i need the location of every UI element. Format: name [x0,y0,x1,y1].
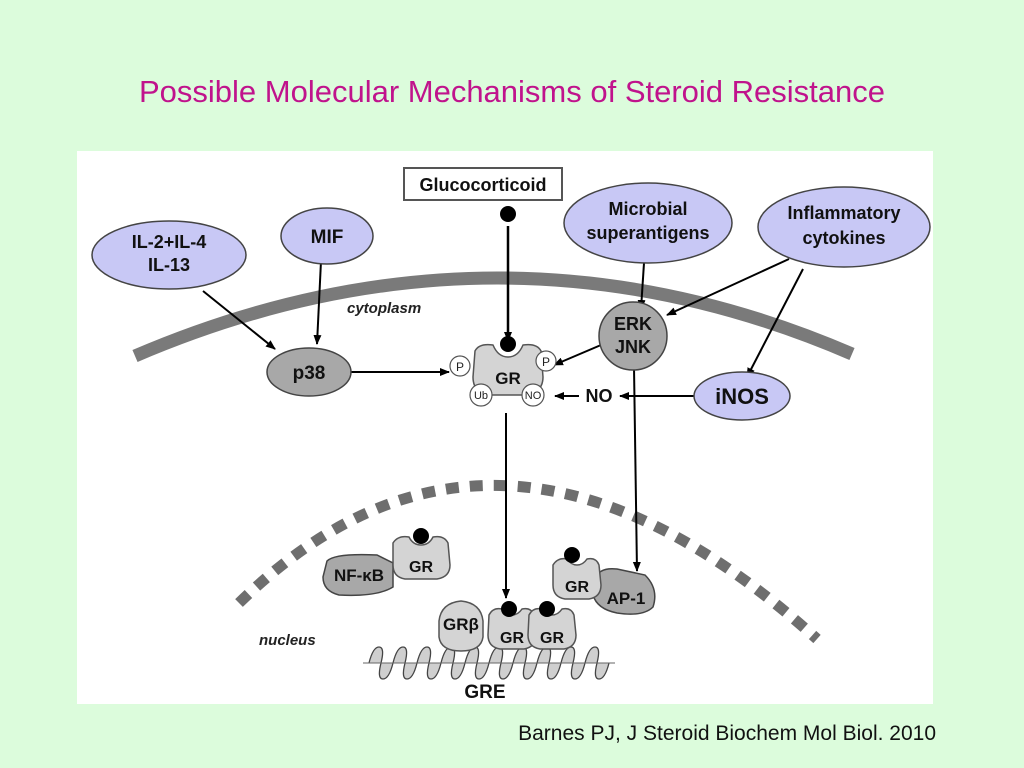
glucocorticoid-box: Glucocorticoid [403,167,563,201]
arrow-mif-to-p38 [313,260,322,345]
gr-dimer-right-label: GR [540,630,564,647]
gre-label: GRE [464,682,505,703]
nfkb-gr-ligand [413,528,429,544]
arrow-il2-to-p38 [202,290,276,350]
mif-label: MIF [311,227,344,248]
mif-oval: MIF [280,207,374,265]
phospho-right-label: P [542,355,550,369]
no-label: NO [586,386,613,406]
erk-jnk-node: ERK JNK [598,301,668,371]
nuclear-envelope [235,480,821,644]
phospho-site-right [535,350,557,372]
nucleus-label: nucleus [259,632,316,649]
nfkb-gr-receptor [392,535,451,580]
microbial-superantigens-oval: Microbial superantigens [563,182,733,264]
nfkb-gr-complex: NF-κB GR [322,528,451,597]
p38-node: p38 [266,347,352,397]
inos-label: iNOS [715,384,769,409]
gr-beta-node: GRβ [438,600,484,652]
arrow-microbial-to-erk [637,262,646,310]
gr-dimer-left-ligand [501,601,517,617]
glucocorticoid-label: Glucocorticoid [419,175,546,195]
diagram-panel: Glucocorticoid IL-2+IL-4 IL-13 MIF Micro… [77,151,933,704]
gr-beta-label: GRβ [443,615,479,634]
superantigens-label: superantigens [586,223,709,243]
erk-label: ERK [614,314,652,334]
glucocorticoid-ligand [500,206,516,222]
nfkb-protein [322,553,394,597]
inflammatory-label: Inflammatory [787,203,900,223]
ubiquitin-label: Ub [474,390,488,402]
cytokines-label: cytokines [802,228,885,248]
gr-dimer: GR GR [487,601,577,650]
inos-oval: iNOS [693,371,791,421]
il2-label: IL-2+IL-4 [132,232,207,252]
gr-ligand [500,336,516,352]
arrows [202,226,804,599]
ap1-gr-ligand [564,547,580,563]
slide-title: Possible Molecular Mechanisms of Steroid… [138,74,886,109]
arrow-erk-to-gr [553,344,602,366]
il2-il4-il13-oval: IL-2+IL-4 IL-13 [91,220,247,290]
nfkb-gr-label: GR [409,559,433,576]
ap1-label: AP-1 [607,589,646,608]
cell-membrane [132,271,855,362]
microbial-label: Microbial [608,199,687,219]
p38-label: p38 [293,363,326,384]
ap1-gr-label: GR [565,579,589,596]
gr-dimer-left-label: GR [500,630,524,647]
citation: Barnes PJ, J Steroid Biochem Mol Biol. 2… [518,722,936,745]
phospho-left-label: P [456,360,464,374]
arrow-erk-to-ap1 [632,366,641,572]
gr-dimer-right-ligand [539,601,555,617]
ubiquitin-site [469,383,493,407]
ap1-gr-complex: AP-1 GR [552,547,656,615]
ap1-protein [592,567,656,615]
nitrosylation-site [521,383,545,407]
nfkb-label: NF-κB [334,566,384,585]
cytoplasm-label: cytoplasm [347,300,421,317]
nitrosylation-label: NO [525,390,542,402]
jnk-label: JNK [615,337,651,357]
gr-complex: GR P P Ub NO [449,336,557,407]
pathway-diagram: Glucocorticoid IL-2+IL-4 IL-13 MIF Micro… [91,167,931,703]
il13-label: IL-13 [148,255,190,275]
arrow-inflammatory-to-inos [746,268,804,378]
inflammatory-cytokines-oval: Inflammatory cytokines [757,186,931,268]
gr-label: GR [495,369,521,388]
dna-helix [363,646,615,680]
phospho-site-left [449,355,471,377]
arrow-inflammatory-to-erk [666,258,790,316]
